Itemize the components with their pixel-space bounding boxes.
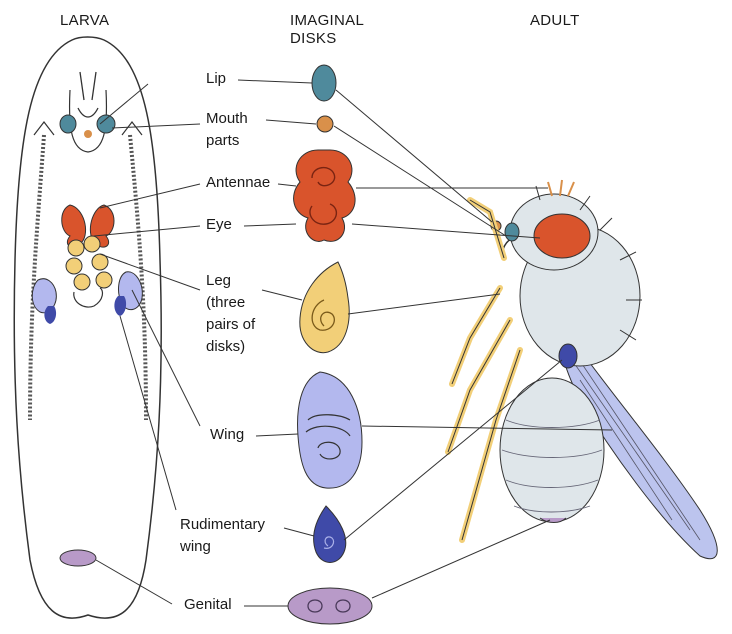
label-leg-line1: Leg [206, 272, 232, 289]
label-mouth-parts-line2: parts [206, 132, 240, 149]
fly-bristles [535, 185, 642, 341]
connector-lip-adult [335, 89, 493, 223]
connector-larva-genital [95, 559, 173, 605]
connector-mouth-adult [333, 125, 507, 237]
connector-eye-label-disk [243, 223, 297, 227]
label-eye: Eye [206, 216, 232, 233]
leg-disk [299, 261, 350, 354]
fly-leg-outline [447, 199, 521, 541]
larva-rudimentary-wing-disk-right [114, 296, 127, 316]
connector-larva-rudimentary [119, 315, 177, 511]
larva-genital-disk [59, 549, 97, 567]
connector-larva-lip [99, 83, 149, 125]
larva-leg-disk [95, 271, 113, 289]
fly-arista [547, 179, 575, 197]
header-imaginal-disks: IMAGINAL DISKS [290, 12, 364, 48]
header-imaginal-line2: DISKS [290, 30, 337, 47]
label-leg-line3: pairs of [206, 316, 256, 333]
header-larva: LARVA [60, 12, 110, 29]
connector-eye-adult [351, 223, 541, 239]
label-antennae: Antennae [206, 174, 271, 191]
larva-mouth-hooks [77, 71, 99, 118]
header-imaginal-line1: IMAGINAL [290, 12, 365, 29]
label-mouth-parts: Mouth parts [206, 108, 248, 152]
connector-larva-antennae [99, 183, 201, 209]
fly-abdomen-segments [501, 419, 603, 513]
mouth-parts-disk [316, 115, 334, 133]
larva-spiracle-left [33, 121, 55, 136]
wing-disk [297, 371, 363, 489]
larva-mouth-disk [96, 114, 116, 134]
larva-illustration [13, 36, 162, 619]
larva-body-outline [13, 36, 162, 619]
antennae-eye-disk [293, 149, 356, 242]
fly-eye [533, 213, 591, 259]
larva-leg-disk [65, 257, 83, 275]
label-rudimentary-wing-line1: Rudimentary [180, 516, 266, 533]
fly-antenna [504, 222, 520, 242]
larva-leg-disk [67, 239, 85, 257]
larva-lip-disk [59, 114, 77, 134]
larva-trachea-left [28, 134, 46, 421]
label-wing: Wing [210, 426, 245, 443]
adult-fly-illustration [445, 179, 718, 560]
connector-lines [93, 79, 613, 607]
fly-wing-veins [565, 339, 701, 541]
larva-spiracle-right [121, 121, 143, 136]
connector-rudimentary-adult [343, 359, 563, 541]
larva-rudimentary-wing-disk-left [44, 306, 57, 324]
lip-disk [311, 64, 337, 102]
label-rudimentary-wing: Rudimentary wing [180, 514, 265, 558]
header-adult: ADULT [530, 12, 580, 29]
imaginal-disks [287, 64, 373, 625]
label-rudimentary-wing-line2: wing [180, 538, 211, 555]
connector-antennae-label-disk [277, 183, 297, 187]
connector-genital-adult [371, 519, 551, 599]
fly-haltere [558, 343, 578, 369]
connector-larva-leg [99, 253, 201, 291]
larva-leg-disk [73, 273, 91, 291]
label-lip: Lip [206, 70, 227, 87]
larva-antenna-eye-disk-right [89, 204, 115, 248]
connector-wing-adult [361, 425, 613, 431]
fly-genitalia [539, 517, 567, 523]
larva-mouth-dot [84, 130, 92, 138]
label-genital: Genital [184, 596, 232, 613]
connector-leg-adult [347, 293, 501, 315]
connector-larva-wing [131, 289, 201, 427]
connector-larva-eye [93, 225, 201, 237]
label-leg-line4: disks) [206, 338, 246, 355]
fly-abdomen [499, 377, 605, 523]
connector-wing-label-disk [255, 433, 299, 437]
connector-mouth-label-disk [265, 119, 317, 125]
label-leg: Leg (three pairs of disks) [206, 270, 255, 358]
label-leg-line2: (three [206, 294, 246, 311]
connector-rudimentary-label-disk [283, 527, 315, 537]
label-mouth-parts-line1: Mouth [206, 110, 248, 127]
larva-leg-disk [83, 235, 101, 253]
connector-larva-mouth [111, 123, 201, 129]
connector-leg-label-disk [261, 289, 303, 301]
larva-trachea-right [128, 134, 148, 421]
rudimentary-wing-disk [313, 505, 347, 563]
genital-disk [287, 587, 373, 625]
larva-gut [73, 287, 104, 308]
connector-lip-label-disk [237, 79, 313, 84]
